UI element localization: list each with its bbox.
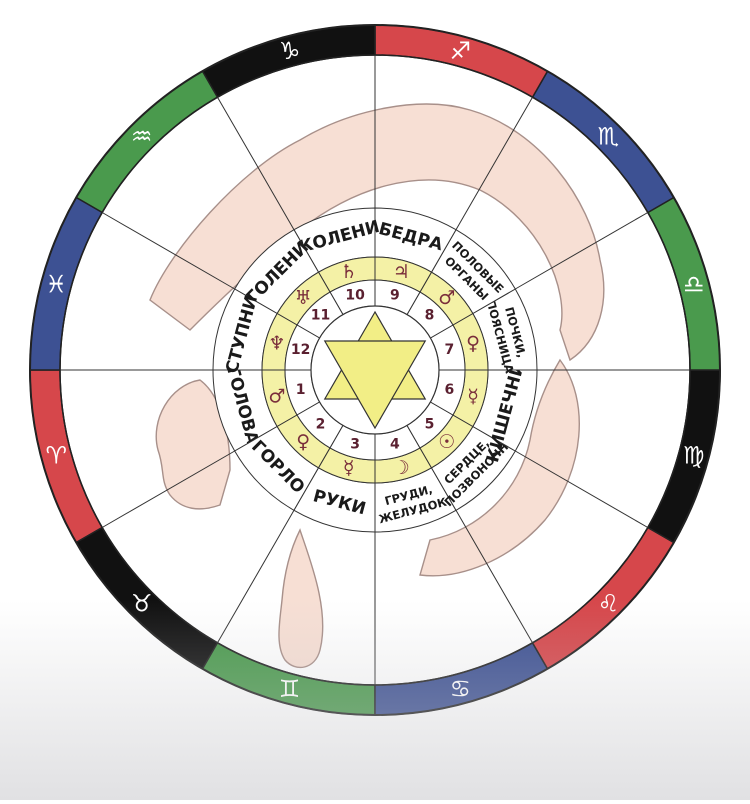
zodiac-glyph-scorpio: ♏ <box>598 123 620 151</box>
house-number-11: 11 <box>311 308 330 324</box>
planet-glyph-neptune: ♆ <box>268 333 285 355</box>
zodiac-glyph-aries: ♈ <box>45 441 67 469</box>
house-number-7: 7 <box>445 342 455 358</box>
planet-glyph-mars: ♂ <box>438 287 455 309</box>
planet-glyph-sun: ☉ <box>438 431 455 453</box>
center-star <box>310 305 440 435</box>
house-spoke <box>515 450 649 528</box>
house-spoke <box>455 96 533 230</box>
zodiac-glyph-taurus: ♉ <box>131 589 153 617</box>
planet-glyph-jupiter: ♃ <box>393 261 410 283</box>
planet-glyph-moon: ☽ <box>393 457 410 479</box>
house-number-3: 3 <box>350 436 360 452</box>
planet-glyph-mars: ♂ <box>268 385 285 407</box>
house-spoke <box>101 212 235 290</box>
zodiac-glyph-pisces: ♓ <box>45 271 67 299</box>
zodiac-glyph-leo: ♌ <box>598 589 620 617</box>
house-number-12: 12 <box>291 342 310 358</box>
arm-shape <box>278 528 324 669</box>
zodiac-glyph-virgo: ♍ <box>683 441 705 469</box>
zodiac-glyph-aquarius: ♒ <box>131 123 153 151</box>
house-number-8: 8 <box>425 308 435 324</box>
human-figure <box>149 103 605 669</box>
planet-glyph-saturn: ♄ <box>340 261 357 283</box>
legs-shape <box>149 103 605 362</box>
zodiac-glyph-libra: ♎ <box>683 271 705 299</box>
planet-glyph-venus: ♀ <box>466 333 480 355</box>
planet-glyph-mercury: ☿ <box>467 385 479 407</box>
zodiac-glyph-cancer: ♋ <box>450 675 472 703</box>
house-number-1: 1 <box>296 382 306 398</box>
house-number-6: 6 <box>445 382 455 398</box>
torso-shape <box>419 358 580 577</box>
house-number-10: 10 <box>345 288 365 304</box>
zodiac-glyph-capricorn: ♑ <box>279 37 301 65</box>
house-number-5: 5 <box>425 416 435 432</box>
house-number-4: 4 <box>390 436 400 452</box>
planet-ring: ♂ ♀ ☿ ☽ ☉ ☿ ♀ ♂ ♃ ♄ ♅ ♆ <box>261 256 489 484</box>
house-spoke <box>515 212 649 290</box>
zodiac-glyph-sagittarius: ♐ <box>450 37 472 65</box>
house-number-2: 2 <box>316 416 326 432</box>
house-spoke <box>101 450 235 528</box>
star-triangle-down <box>323 340 427 430</box>
planet-glyph-venus: ♀ <box>296 431 310 453</box>
planet-glyph-mercury: ☿ <box>343 457 355 479</box>
house-number-9: 9 <box>390 288 400 304</box>
planet-glyph-uranus: ♅ <box>295 287 312 309</box>
zodiac-glyph-gemini: ♊ <box>279 675 301 703</box>
house-spoke <box>217 96 295 230</box>
